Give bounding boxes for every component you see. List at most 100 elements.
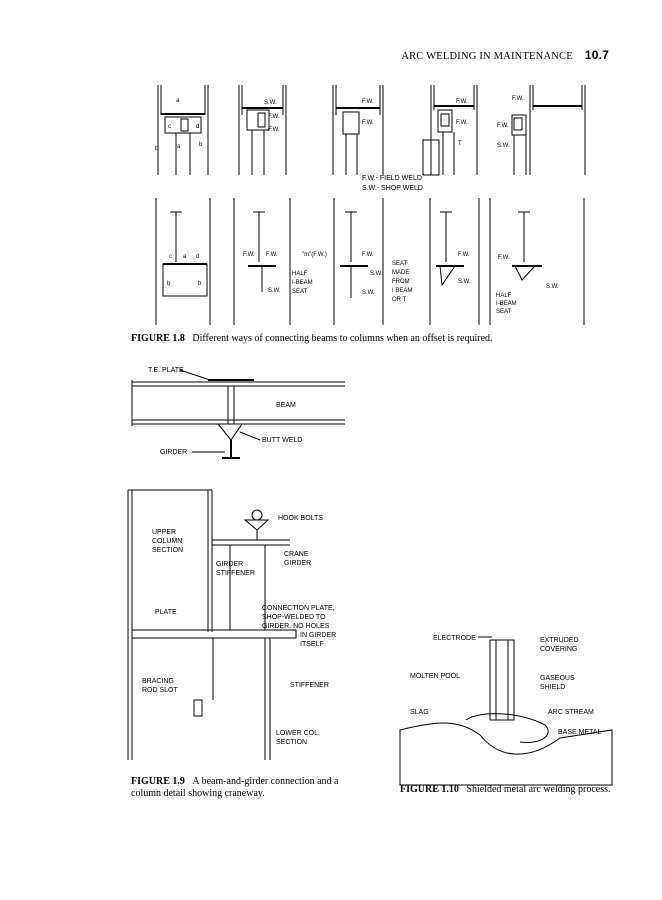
figure-1-8-caption: FIGURE 1.8 Different ways of connecting … bbox=[131, 333, 551, 345]
label-sw-b5: S.W. bbox=[546, 284, 559, 290]
label-fw-3b: F.W. bbox=[362, 120, 374, 126]
seat-made-5: OR T bbox=[392, 297, 407, 303]
conn-plate-1: CONNECTION PLATE, bbox=[262, 605, 335, 612]
half-ibeam-3: SEAT bbox=[292, 289, 308, 295]
label-sw-2: S.W. bbox=[264, 100, 277, 106]
molten-pool-label: MOLTEN POOL bbox=[410, 673, 460, 680]
sketch-5-top: F.W. F.W. S.W. bbox=[497, 85, 586, 175]
conn-plate-4: IN GIRDER bbox=[300, 632, 336, 639]
label-fw-4a: F.W. bbox=[456, 99, 468, 105]
label-m-fw: "m"(F.W.) bbox=[302, 252, 327, 258]
gaseous-2: SHIELD bbox=[540, 684, 565, 691]
figure-1-10-drawing: ELECTRODE EXTRUDED COVERING MOLTEN POOL … bbox=[399, 635, 613, 786]
label-fw-b4: F.W. bbox=[458, 252, 470, 258]
label-fw-3a: F.W. bbox=[362, 99, 374, 105]
label-sw-b3b: S.W. bbox=[362, 290, 375, 296]
label-sw-b4: S.W. bbox=[458, 279, 471, 285]
arc-stream-label: ARC STREAM bbox=[548, 709, 594, 716]
sketch-3-bottom: "m"(F.W.) F.W. S.W. S.W. SEAT MADE FROM … bbox=[302, 198, 412, 325]
lower-col-2: SECTION bbox=[276, 739, 307, 746]
label-fw-b3: F.W. bbox=[362, 252, 374, 258]
figure-1-8-bottom-row: c a d b b F.W. F.W. HALF I-BEAM SEAT S.W… bbox=[155, 198, 585, 325]
label-c: c bbox=[168, 124, 171, 130]
figure-1-10-text: Shielded metal arc welding process. bbox=[466, 784, 611, 795]
label-b-right: b bbox=[199, 142, 203, 148]
girder-stiffener-1: GIRDER bbox=[216, 561, 243, 568]
butt-weld-label: BUTT WELD bbox=[262, 437, 302, 444]
label-a-b: a bbox=[183, 254, 187, 260]
lower-col-1: LOWER COL. bbox=[276, 730, 320, 737]
hook-bolts-label: HOOK BOLTS bbox=[278, 515, 323, 522]
label-t: T bbox=[458, 141, 462, 147]
label-b-b2: b bbox=[198, 281, 202, 287]
running-header: ARC WELDING IN MAINTENANCE 10.7 bbox=[0, 48, 662, 64]
sketch-1-bottom: c a d b b bbox=[155, 198, 211, 325]
figure-1-8-label: FIGURE 1.8 bbox=[131, 333, 185, 344]
figure-1-9-line1: A beam-and-girder connection and a bbox=[192, 776, 339, 787]
sketch-1-top: a c d b a b bbox=[155, 85, 209, 175]
label-fw-b2a: F.W. bbox=[243, 252, 255, 258]
conn-plate-5: ITSELF bbox=[300, 641, 324, 648]
figure-1-8-top-row: a c d b a b S.W. F.W. F.W. bbox=[155, 85, 586, 192]
label-sw-b2: S.W. bbox=[268, 288, 281, 294]
seat-made-1: SEAT bbox=[392, 261, 408, 267]
legend-field-weld: F.W.- FIELD WELD bbox=[362, 175, 422, 182]
label-fw-4b: F.W. bbox=[456, 120, 468, 126]
half-ibeam-2: I-BEAM bbox=[292, 280, 313, 286]
seat-made-4: I BEAM bbox=[392, 288, 412, 294]
figure-1-9-caption: FIGURE 1.9 A beam-and-girder connection … bbox=[131, 776, 371, 800]
figure-1-9-line2: column detail showing craneway. bbox=[131, 788, 265, 799]
label-sw-b3a: S.W. bbox=[370, 271, 383, 277]
figure-1-9-label: FIGURE 1.9 bbox=[131, 776, 185, 787]
extruded-2: COVERING bbox=[540, 646, 577, 653]
label-fw-5a: F.W. bbox=[512, 96, 524, 102]
slag-label: SLAG bbox=[410, 709, 429, 716]
figure-1-10-caption: FIGURE 1.10 Shielded metal arc welding p… bbox=[400, 784, 630, 796]
girder-label: GIRDER bbox=[160, 449, 187, 456]
beam-girder-figure: T.E. PLATE BEAM BUTT WELD GIRDER bbox=[131, 367, 345, 459]
label-sw-5: S.W. bbox=[497, 143, 510, 149]
te-plate-label: T.E. PLATE bbox=[148, 367, 184, 374]
gaseous-1: GASEOUS bbox=[540, 675, 575, 682]
conn-plate-2: SHOP-WELDED TO bbox=[262, 614, 326, 621]
half-ibeam-1: HALF bbox=[292, 271, 308, 277]
crane-girder-1: CRANE bbox=[284, 551, 309, 558]
stiffener-label: STIFFENER bbox=[290, 682, 329, 689]
label-fw-2b: F.W. bbox=[268, 127, 280, 133]
figure-1-9-drawing: HOOK BOLTS UPPER COLUMN SECTION CRANE GI… bbox=[127, 489, 336, 760]
beam-label: BEAM bbox=[276, 402, 296, 409]
page-number: 10.7 bbox=[584, 48, 609, 62]
running-header-right: ARC WELDING IN MAINTENANCE 10.7 bbox=[401, 48, 609, 62]
label-fw-b2b: F.W. bbox=[266, 252, 278, 258]
crane-girder-2: GIRDER bbox=[284, 560, 311, 567]
half-ibeam-b5-3: SEAT bbox=[496, 309, 512, 315]
sketch-2-bottom: F.W. F.W. HALF I-BEAM SEAT S.W. bbox=[233, 198, 313, 325]
upper-col-1: UPPER bbox=[152, 529, 176, 536]
sketch-4-top: F.W. F.W. T bbox=[422, 85, 478, 176]
sketch-3-top: F.W. F.W. bbox=[332, 85, 384, 175]
sketch-5-bottom: F.W. S.W. HALF I-BEAM SEAT bbox=[489, 198, 585, 325]
sketch-4-bottom: F.W. S.W. bbox=[429, 198, 480, 325]
base-metal-label: BASE METAL bbox=[558, 729, 602, 736]
girder-stiffener-2: STIFFENER bbox=[216, 570, 255, 577]
label-c-b: c bbox=[169, 254, 172, 260]
label-a-top: a bbox=[176, 98, 180, 104]
label-fw-2a: F.W. bbox=[268, 114, 280, 120]
upper-col-3: SECTION bbox=[152, 547, 183, 554]
label-fw-5b: F.W. bbox=[497, 123, 509, 129]
bracing-2: ROD SLOT bbox=[142, 687, 179, 694]
label-d: d bbox=[196, 124, 199, 130]
figure-1-8-text: Different ways of connecting beams to co… bbox=[192, 333, 493, 344]
running-title: ARC WELDING IN MAINTENANCE bbox=[401, 51, 573, 62]
legend-shop-weld: S.W.- SHOP WELD bbox=[362, 185, 423, 192]
plate-label: PLATE bbox=[155, 609, 177, 616]
label-fw-b5: F.W. bbox=[498, 255, 510, 261]
upper-col-2: COLUMN bbox=[152, 538, 182, 545]
half-ibeam-b5-1: HALF bbox=[496, 293, 512, 299]
half-ibeam-b5-2: I-BEAM bbox=[496, 301, 517, 307]
label-b-b1: b bbox=[167, 281, 171, 287]
figure-1-10-label: FIGURE 1.10 bbox=[400, 784, 459, 795]
extruded-1: EXTRUDED bbox=[540, 637, 579, 644]
electrode-label: ELECTRODE bbox=[433, 635, 476, 642]
